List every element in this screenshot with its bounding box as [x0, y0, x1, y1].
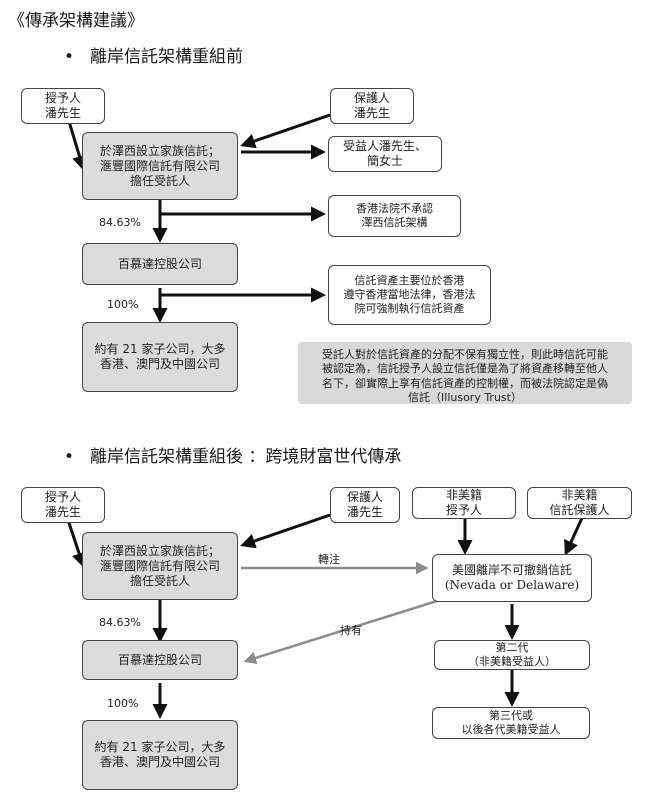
page-title: 《傳承架構建議》	[8, 11, 144, 31]
transfer-label: 轉注	[318, 553, 340, 566]
percentage-label-2: 100%	[107, 298, 139, 311]
non-us-settlor-box: 非美籍 授予人	[412, 487, 516, 519]
after-protector-box: 保護人 潘先生	[330, 487, 400, 523]
arrow-after-settlor-to-trust	[66, 519, 87, 568]
trust-assets-box: 信託資產主要位於香港 遵守香港當地法律，香港法 院可強制執行信託資產	[328, 265, 491, 325]
section-heading-after-text: 離岸信託架構重組後 ：跨境財富世代傳承	[90, 447, 402, 467]
after-holding-company-box: 百慕達控股公司	[82, 640, 238, 680]
after-settlor-box: 授予人 潘先生	[21, 487, 105, 523]
section-heading-before-text: 離岸信託架構重組前	[90, 47, 244, 67]
hold-label: 持有	[340, 624, 362, 637]
bullet-icon: •	[64, 447, 75, 467]
second-generation-box: 第二代 （非美籍受益人）	[434, 640, 590, 670]
arrow-protector-to-trust	[240, 113, 331, 149]
arrow-settlor-to-trust	[66, 117, 87, 171]
illusory-trust-note: 受託人對於信託資產的分配不保有獨立性，則此時信託可能 被認定為，信託授予人設立信…	[298, 342, 632, 404]
arrow-hold	[243, 598, 441, 664]
arrow-after-protector-to-trust	[240, 513, 331, 549]
hk-court-box: 香港法院不承認 澤西信託架構	[328, 195, 461, 237]
beneficiary-box: 受益人潘先生、 簡女士	[328, 136, 442, 172]
section-heading-before: • 離岸信託架構重組前	[64, 42, 243, 67]
arrow-non-us-protector-to-us-trust	[564, 517, 584, 556]
third-generation-box: 第三代或 以後各代美籍受益人	[432, 707, 590, 739]
settlor-box: 授予人 潘先生	[21, 88, 105, 124]
after-percentage-label-2: 100%	[107, 697, 139, 710]
trust-box: 於澤西設立家族信託； 滙豐國際信託有限公司 擔任受託人	[82, 132, 238, 200]
after-percentage-label-1: 84.63%	[99, 616, 141, 629]
protector-box: 保護人 潘先生	[330, 88, 414, 124]
bullet-icon: •	[64, 47, 75, 67]
percentage-label-1: 84.63%	[99, 216, 141, 229]
section-heading-after: • 離岸信託架構重組後 ：跨境財富世代傳承	[64, 442, 401, 467]
us-irrevocable-trust-box: 美國離岸不可撤銷信託 (Nevada or Delaware)	[432, 554, 592, 602]
after-subsidiaries-box: 約有 21 家子公司，大多 香港、澳門及中國公司	[82, 720, 238, 790]
non-us-protector-box: 非美籍 信託保護人	[527, 487, 632, 519]
holding-company-box: 百慕達控股公司	[82, 243, 238, 285]
subsidiaries-box: 約有 21 家子公司，大多 香港、澳門及中國公司	[82, 322, 238, 392]
after-trust-box: 於澤西設立家族信託； 滙豐國際信託有限公司 擔任受託人	[82, 532, 238, 600]
